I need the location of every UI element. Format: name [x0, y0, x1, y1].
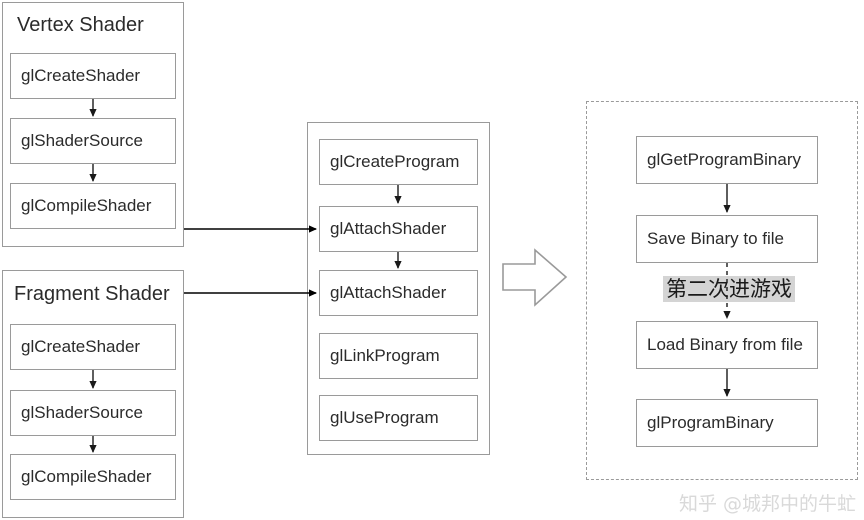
- program-binary-region: [586, 101, 858, 480]
- vertex-step-create-shader[interactable]: glCreateShader: [10, 53, 176, 99]
- second-run-label: 第二次进游戏: [663, 276, 795, 303]
- fragment-step-create-shader[interactable]: glCreateShader: [10, 324, 176, 370]
- vertex-shader-title: Vertex Shader: [17, 14, 144, 36]
- program-step-attach-shader-fragment[interactable]: glAttachShader: [319, 270, 478, 316]
- binary-step-load-binary-from-file[interactable]: Load Binary from file: [636, 321, 818, 369]
- fragment-step-shader-source[interactable]: glShaderSource: [10, 390, 176, 436]
- fragment-step-compile-shader[interactable]: glCompileShader: [10, 454, 176, 500]
- binary-step-get-program-binary[interactable]: glGetProgramBinary: [636, 136, 818, 184]
- vertex-step-shader-source[interactable]: glShaderSource: [10, 118, 176, 164]
- program-step-use-program[interactable]: glUseProgram: [319, 395, 478, 441]
- program-step-link-program[interactable]: glLinkProgram: [319, 333, 478, 379]
- fragment-shader-title: Fragment Shader: [14, 283, 170, 305]
- vertex-step-compile-shader[interactable]: glCompileShader: [10, 183, 176, 229]
- block-arrow-program-to-binary: [502, 248, 568, 307]
- program-step-create-program[interactable]: glCreateProgram: [319, 139, 478, 185]
- binary-step-save-binary-to-file[interactable]: Save Binary to file: [636, 215, 818, 263]
- program-step-attach-shader-vertex[interactable]: glAttachShader: [319, 206, 478, 252]
- binary-step-program-binary[interactable]: glProgramBinary: [636, 399, 818, 447]
- watermark: 知乎 @城邦中的牛虻: [678, 493, 856, 515]
